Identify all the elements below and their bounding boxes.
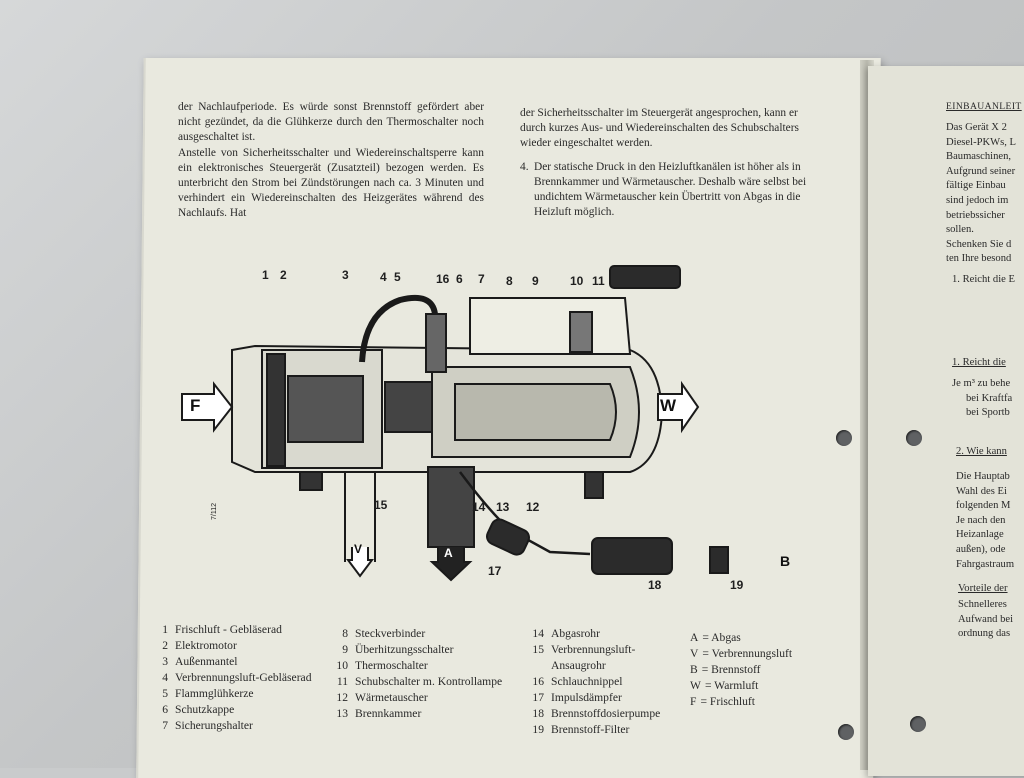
- control-cover: [469, 297, 632, 355]
- thermo-switch: [569, 311, 593, 353]
- right-page-answer: Je m³ zu behe bei Kraftfa bei Sportb: [952, 378, 1013, 419]
- exhaust-arrow: [429, 547, 473, 582]
- flow-label-f: F: [190, 396, 201, 415]
- callout-7: 7: [478, 272, 485, 286]
- callout-19: 19: [730, 578, 744, 592]
- callout-17: 17: [488, 564, 502, 578]
- callout-16: 16: [436, 272, 450, 286]
- heater-diagram: 1 2 3 4 5 16 6 7 8 9 10 11 15 14 13 12 1…: [170, 262, 790, 592]
- right-page-answer: Schnelleres Aufwand bei ordnung das: [958, 599, 1014, 640]
- push-switch: [609, 265, 681, 289]
- fuel-filter: [709, 546, 729, 574]
- warm-air-arrow: [657, 380, 700, 434]
- right-page-question: 1. Reicht die E: [952, 274, 1015, 285]
- punch-hole: [910, 716, 926, 732]
- punch-hole: [906, 430, 922, 446]
- callout-10: 10: [570, 274, 584, 288]
- flow-label-a: A: [444, 546, 453, 560]
- callout-13: 13: [496, 500, 510, 514]
- callout-3: 3: [342, 268, 349, 282]
- punch-hole: [838, 724, 854, 740]
- callout-6: 6: [456, 272, 463, 286]
- legend-row: B= Brennstoff: [690, 663, 761, 676]
- punch-hole: [836, 430, 852, 446]
- right-page-question: Vorteile der: [958, 583, 1008, 594]
- callout-2: 2: [280, 268, 287, 282]
- legend-row: Ansaugrohr: [551, 659, 606, 672]
- numbered-item: 4. Der statische Druck in den Heizluftka…: [520, 160, 820, 221]
- flow-label-b: B: [780, 553, 791, 569]
- callout-8: 8: [506, 274, 513, 288]
- heater-diagram-drawing: [181, 265, 729, 582]
- right-page-question: 2. Wie kann: [956, 446, 1007, 457]
- callout-14: 14: [472, 500, 486, 514]
- callout-12: 12: [526, 500, 540, 514]
- right-page-answer: Die Hauptab Wahl des Ei folgenden M Je n…: [956, 471, 1015, 570]
- fuel-pump: [591, 537, 673, 575]
- legend-row: F= Frischluft: [690, 695, 755, 708]
- connector-bottom-right: [584, 471, 604, 499]
- paragraph: Anstelle von Sicherheitsschalter und Wie…: [178, 146, 484, 220]
- figure-code: 7/112: [211, 503, 218, 520]
- intake-pipe: [344, 472, 376, 562]
- paragraph: der Sicherheitsschalter im Steuergerät a…: [520, 107, 799, 150]
- legend-column-4: A= Abgas V= Verbrennungsluft B= Brennsto…: [690, 630, 792, 710]
- right-page-heading: EINBAUANLEIT: [946, 101, 1022, 112]
- item-text: Der statische Druck in den Heizluftkanäl…: [534, 160, 807, 219]
- right-page-paragraph: Das Gerät X 2 Diesel-PKWs, L Baumaschine…: [946, 122, 1017, 265]
- combustion-chamber: [454, 383, 617, 441]
- right-page-question: 1. Reicht die: [952, 357, 1006, 368]
- flow-label-v: V: [354, 542, 363, 556]
- callout-18: 18: [648, 578, 662, 592]
- hose: [359, 294, 438, 363]
- electric-motor: [287, 375, 364, 443]
- legend-row: W= Warmluft: [690, 679, 759, 692]
- flow-label-w: W: [660, 396, 677, 415]
- combustion-fan: [384, 381, 434, 433]
- exhaust-pipe: [427, 466, 475, 548]
- callout-9: 9: [532, 274, 539, 288]
- fan-wheel: [266, 353, 286, 467]
- legend-row: V= Verbrennungsluft: [690, 647, 793, 660]
- right-page: [868, 66, 1024, 776]
- legend-row: A= Abgas: [690, 631, 741, 644]
- fresh-air-arrow: [181, 381, 234, 433]
- text-column-left: der Nachlaufperiode. Es würde sonst Bren…: [178, 100, 484, 222]
- callout-4: 4: [380, 270, 387, 284]
- callout-1: 1: [262, 268, 269, 282]
- item-number: 4.: [520, 160, 529, 173]
- callout-11: 11: [592, 274, 605, 288]
- callout-15: 15: [374, 498, 388, 512]
- glow-plug: [425, 313, 447, 373]
- text-column-right: der Sicherheitsschalter im Steuergerät a…: [520, 106, 820, 220]
- impulse-damper: [486, 518, 530, 556]
- paragraph: der Nachlaufperiode. Es würde sonst Bren…: [178, 101, 484, 144]
- combustion-air-arrow: [346, 547, 374, 578]
- connector-bottom-left: [299, 471, 323, 491]
- callout-5: 5: [394, 270, 401, 284]
